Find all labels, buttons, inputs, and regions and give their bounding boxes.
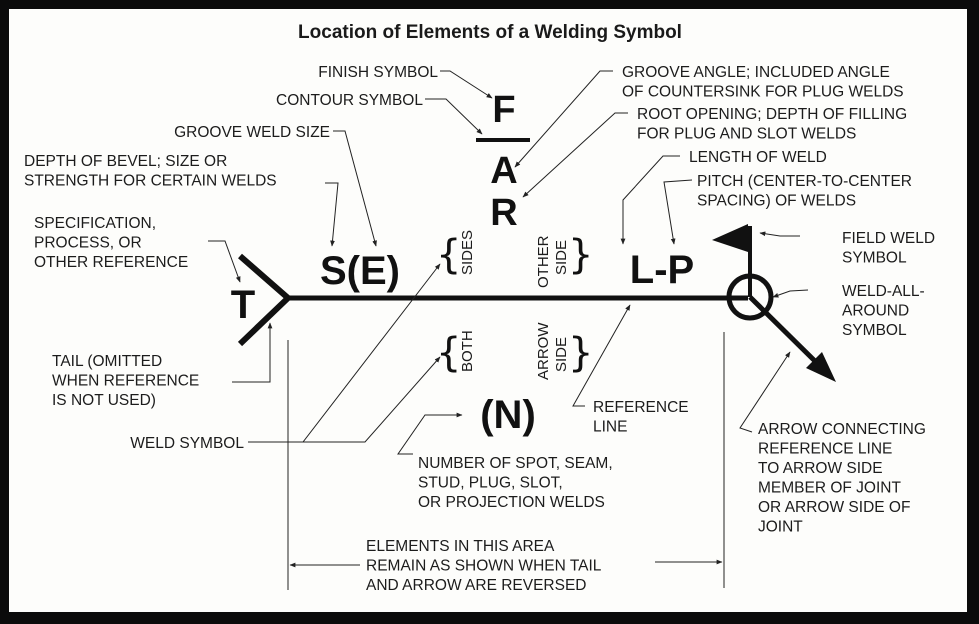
brace-left-lower: { xyxy=(436,330,461,376)
number-of-welds-symbol: (N) xyxy=(480,393,536,437)
callout-line: LINE xyxy=(593,419,627,436)
leader-root-opening xyxy=(522,112,628,198)
arrow-head-icon xyxy=(806,352,836,382)
length-pitch-symbol: L-P xyxy=(630,248,694,292)
root-opening-letter: R xyxy=(490,192,517,234)
callout-line: ARROW CONNECTING xyxy=(758,421,926,438)
leader-weld-symbol-lower xyxy=(303,356,441,443)
callout-reference-line: REFERENCE LINE xyxy=(593,399,689,436)
label-arrow-side: SIDE xyxy=(553,337,570,372)
callout-line: TAIL (OMITTED xyxy=(52,353,162,370)
callout-line: SPECIFICATION, xyxy=(34,215,156,232)
callout-line: WELD-ALL- xyxy=(842,283,925,300)
callout-line: DEPTH OF BEVEL; SIZE OR xyxy=(24,153,227,170)
label-both: BOTH xyxy=(459,330,476,372)
label-sides: SIDES xyxy=(459,230,476,275)
callout-line: OR ARROW SIDE OF xyxy=(758,499,910,516)
callout-line: WELD SYMBOL xyxy=(130,435,244,452)
callout-weld-symbol: WELD SYMBOL xyxy=(130,435,244,452)
callout-pitch: PITCH (CENTER-TO-CENTER SPACING) OF WELDS xyxy=(697,173,912,210)
callout-line: IS NOT USED) xyxy=(52,392,156,409)
callout-specification: SPECIFICATION, PROCESS, OR OTHER REFERENCE xyxy=(34,215,188,271)
callout-line: LENGTH OF WELD xyxy=(689,149,827,166)
leader-length xyxy=(620,155,680,245)
leader-groove-size xyxy=(333,130,377,247)
leader-groove-angle xyxy=(514,70,613,168)
callout-line: OTHER REFERENCE xyxy=(34,254,188,271)
callout-line: SYMBOL xyxy=(842,322,907,339)
leader-contour xyxy=(425,98,483,135)
callout-groove-weld-size: GROOVE WELD SIZE xyxy=(174,124,330,141)
tail-reference-letter: T xyxy=(231,283,255,327)
field-weld-flag-icon xyxy=(712,224,748,252)
callout-line: ROOT OPENING; DEPTH OF FILLING xyxy=(637,106,907,123)
callout-elements-area: ELEMENTS IN THIS AREA REMAIN AS SHOWN WHE… xyxy=(366,538,602,594)
callout-line: PROCESS, OR xyxy=(34,235,142,252)
callout-line: REMAIN AS SHOWN WHEN TAIL xyxy=(366,558,602,575)
diagram-title: Location of Elements of a Welding Symbol xyxy=(298,22,682,43)
callout-tail: TAIL (OMITTED WHEN REFERENCE IS NOT USED) xyxy=(52,353,199,409)
depth-size-symbol: S(E) xyxy=(320,249,400,293)
brace-left-upper: { xyxy=(436,232,461,278)
callout-weld-all-around: WELD-ALL- AROUND SYMBOL xyxy=(842,283,925,339)
callout-line: AND ARROW ARE REVERSED xyxy=(366,577,587,594)
callout-line: GROOVE ANGLE; INCLUDED ANGLE xyxy=(622,64,890,81)
callout-number-of-welds: NUMBER OF SPOT, SEAM, STUD, PLUG, SLOT, OR… xyxy=(418,455,613,511)
callout-line: MEMBER OF JOINT xyxy=(758,480,901,497)
callout-line: SPACING) OF WELDS xyxy=(697,193,856,210)
callout-line: NUMBER OF SPOT, SEAM, xyxy=(418,455,613,472)
callout-line: FOR PLUG AND SLOT WELDS xyxy=(637,126,856,143)
callout-groove-angle: GROOVE ANGLE; INCLUDED ANGLE OF COUNTERSI… xyxy=(622,64,904,101)
leader-reference-line xyxy=(572,304,631,407)
callout-line: FIELD WELD xyxy=(842,230,935,247)
leader-weld-all-around xyxy=(772,289,809,298)
leader-field-weld xyxy=(759,231,800,237)
leader-depth-bevel xyxy=(325,182,339,247)
callout-line: STRENGTH FOR CERTAIN WELDS xyxy=(24,173,277,190)
arrow-line xyxy=(748,295,824,370)
brace-right-upper: } xyxy=(568,232,593,278)
diagram-sheet xyxy=(9,9,967,612)
callout-root-opening: ROOT OPENING; DEPTH OF FILLING FOR PLUG A… xyxy=(637,106,907,143)
callout-line: PITCH (CENTER-TO-CENTER xyxy=(697,173,912,190)
finish-symbol-letter: F xyxy=(492,89,515,131)
callout-line: WHEN REFERENCE xyxy=(52,373,199,390)
callout-line: OF COUNTERSINK FOR PLUG WELDS xyxy=(622,84,904,101)
callout-line: TO ARROW SIDE xyxy=(758,460,883,477)
callout-line: AROUND xyxy=(842,303,909,320)
leader-number-welds xyxy=(397,412,463,455)
tail xyxy=(237,253,293,347)
brace-right-lower: } xyxy=(568,330,593,376)
callout-line: ELEMENTS IN THIS AREA xyxy=(366,538,555,555)
leader-pitch xyxy=(663,179,693,245)
callout-arrow: ARROW CONNECTING REFERENCE LINE TO ARROW S… xyxy=(758,421,926,536)
groove-angle-letter: A xyxy=(490,150,517,192)
callout-line: GROOVE WELD SIZE xyxy=(174,124,330,141)
callout-finish-symbol: FINISH SYMBOL xyxy=(318,64,438,81)
callout-length-of-weld: LENGTH OF WELD xyxy=(689,149,827,166)
callout-line: FINISH SYMBOL xyxy=(318,64,438,81)
leader-specification xyxy=(208,240,241,283)
callout-line: JOINT xyxy=(758,519,803,536)
leader-arrow xyxy=(739,351,791,433)
label-other-side: SIDE xyxy=(553,240,570,275)
callout-labels: FINISH SYMBOL CONTOUR SYMBOL GROOVE WELD S… xyxy=(24,64,935,594)
callout-line: CONTOUR SYMBOL xyxy=(276,92,423,109)
callout-line: OR PROJECTION WELDS xyxy=(418,494,605,511)
callout-line: REFERENCE xyxy=(593,399,689,416)
leader-tail xyxy=(232,322,273,383)
label-other: OTHER xyxy=(535,235,552,288)
leader-finish xyxy=(440,70,493,99)
callout-contour-symbol: CONTOUR SYMBOL xyxy=(276,92,423,109)
label-arrow: ARROW xyxy=(535,322,552,380)
callout-line: STUD, PLUG, SLOT, xyxy=(418,475,563,492)
callout-depth-of-bevel: DEPTH OF BEVEL; SIZE OR STRENGTH FOR CERT… xyxy=(24,153,277,190)
callout-line: SYMBOL xyxy=(842,250,907,267)
callout-line: REFERENCE LINE xyxy=(758,441,892,458)
callout-field-weld: FIELD WELD SYMBOL xyxy=(842,230,935,267)
